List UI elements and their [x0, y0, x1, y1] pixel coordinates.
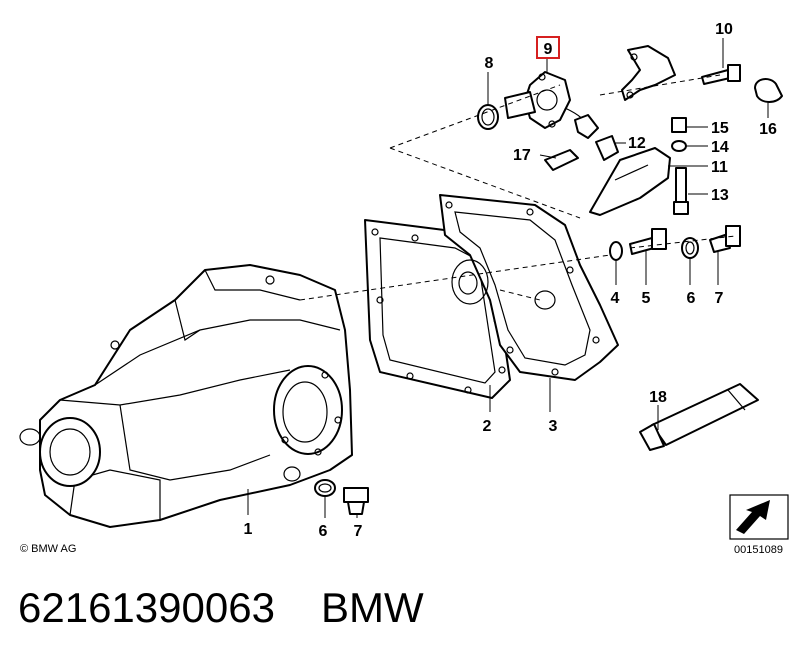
- sensor-bracket: [621, 45, 676, 101]
- drawing-symbol: [729, 494, 789, 540]
- washer-14: [671, 140, 687, 152]
- sealant-tube: [639, 383, 759, 451]
- copyright-text: © BMW AG: [20, 543, 76, 555]
- callout-14: 14: [711, 139, 729, 156]
- callout-9: 9: [544, 41, 553, 58]
- housing-cover: [439, 194, 619, 381]
- callout-17: 17: [513, 147, 531, 164]
- bolt-10: [701, 64, 741, 85]
- clip-17: [544, 149, 579, 171]
- assembly-dashed-lines: [299, 74, 736, 301]
- highlight-box: [536, 36, 560, 59]
- washer-4: [609, 241, 623, 261]
- differential-housing: [19, 264, 353, 528]
- leader-lines: [247, 38, 769, 518]
- plug-7-bottom: [343, 487, 369, 515]
- bracket-11: [589, 147, 671, 216]
- callout-8: 8: [485, 55, 494, 72]
- callout-6-right: 6: [687, 290, 696, 307]
- callout-15: 15: [711, 120, 729, 137]
- callout-16: 16: [759, 121, 777, 138]
- part-caption: 62161390063 BMW: [18, 584, 424, 632]
- part-number: 62161390063: [18, 584, 275, 631]
- callout-labels: 1 2 3 4 5 6 7 6 7 8 9 10 11 12 13 14 15 …: [244, 21, 777, 540]
- callout-18: 18: [649, 389, 667, 406]
- callout-7-bottom: 7: [354, 523, 363, 540]
- callout-5: 5: [642, 290, 651, 307]
- speed-sensor: [504, 71, 591, 131]
- plug-7-right: [709, 225, 741, 253]
- drawing-code: 00151089: [734, 544, 783, 556]
- sensor-connector: [574, 114, 619, 161]
- bolt-13: [673, 167, 689, 215]
- callout-12: 12: [628, 135, 646, 152]
- callout-13: 13: [711, 187, 729, 204]
- clip-16: [754, 78, 783, 103]
- nut-15: [671, 117, 687, 133]
- bolt-5: [629, 228, 667, 255]
- callout-1: 1: [244, 521, 253, 538]
- seal-ring-6-bottom: [314, 479, 336, 497]
- seal-ring-6-right: [681, 237, 699, 259]
- callout-11: 11: [711, 159, 728, 176]
- callout-10: 10: [715, 21, 733, 38]
- callout-7-right: 7: [715, 290, 724, 307]
- callout-4: 4: [611, 290, 620, 307]
- brand-name: BMW: [320, 584, 424, 631]
- callout-3: 3: [549, 418, 558, 435]
- callout-6-bottom: 6: [319, 523, 328, 540]
- callout-2: 2: [483, 418, 492, 435]
